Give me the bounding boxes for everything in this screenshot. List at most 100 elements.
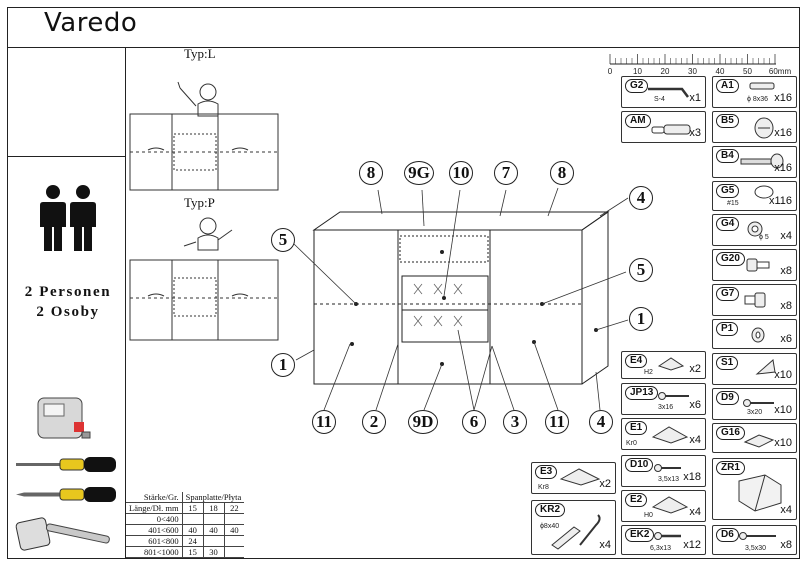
part-qty: x6	[780, 333, 792, 345]
wall-anchor-hook-icon	[551, 514, 601, 550]
part-ek2: EK2 6,3x13 x12	[621, 525, 706, 555]
part-code: E4	[625, 354, 648, 368]
callout-8-right: 8	[550, 161, 574, 185]
part-s1: S1 x10	[712, 353, 797, 385]
callout-11-left: 11	[312, 410, 336, 434]
part-spec: H0	[644, 512, 653, 519]
part-code: KR2	[535, 503, 566, 517]
ruler-tick-20: 20	[661, 67, 670, 76]
part-spec: 3x16	[658, 404, 674, 411]
callout-10: 10	[449, 161, 473, 185]
mm-ruler: 0 10 20 30 40 50 60mm	[608, 54, 791, 76]
part-jp13: JP13 3x16 x6	[621, 383, 706, 415]
part-code: JP13	[625, 386, 659, 400]
drill-depth-table: Stärke/Gr. Spanplatte/Płyta Länge/Dł. mm…	[126, 492, 245, 558]
part-qty: x12	[683, 539, 701, 551]
part-spec: ϕ 8x36	[747, 96, 769, 103]
callout-5-left: 5	[271, 228, 295, 252]
table-cell: 15	[181, 546, 204, 558]
part-am: AM x3	[621, 111, 706, 143]
persons-required: 2 Personen 2 Osoby	[10, 282, 126, 322]
part-g16: G16 x10	[712, 423, 797, 453]
part-spec: #15	[727, 200, 739, 207]
table-col-head: 15	[181, 502, 204, 514]
part-d10: D10 3,5x13 x18	[621, 455, 706, 487]
allen-key-icon	[648, 87, 689, 98]
part-code: G20	[716, 252, 745, 266]
part-qty: x8	[780, 539, 792, 551]
connector-bolt-icon	[651, 124, 691, 135]
table-row-label: 801<1000	[126, 546, 183, 558]
table-header-material: Spanplatte/Płyta	[181, 492, 245, 503]
part-g20: G20 x8	[712, 249, 797, 281]
product-title: Varedo	[44, 8, 138, 38]
table-row-label: 601<800	[126, 535, 183, 547]
table-cell	[181, 513, 204, 525]
part-qty: x4	[599, 539, 611, 551]
table-cell: 40	[181, 524, 204, 536]
part-qty: x10	[774, 437, 792, 449]
table-row-label: 401<600	[126, 524, 183, 536]
screw-icon	[654, 532, 681, 540]
part-code: G16	[716, 426, 745, 440]
table-col-head: 18	[202, 502, 224, 514]
part-code: E1	[625, 421, 648, 435]
part-code: G4	[716, 217, 740, 231]
connector-block-icon	[743, 434, 775, 448]
drawer-runner-icon	[738, 474, 782, 512]
screw-icon	[739, 532, 776, 540]
callout-2: 2	[362, 410, 386, 434]
two-persons-icon	[40, 185, 96, 251]
part-qty: x4	[780, 230, 792, 242]
part-code: E3	[535, 465, 558, 479]
table-row-head-label: Länge/Dł.	[129, 503, 164, 513]
table-row-label: 0<400	[126, 513, 183, 525]
table-row: 0<400	[126, 513, 245, 525]
hinge-plate-icon	[657, 357, 685, 371]
table-cell	[223, 546, 245, 558]
part-spec: S-4	[654, 96, 665, 103]
part-spec: Kr0	[626, 440, 637, 447]
plug-icon	[746, 258, 770, 272]
typ-p-cabinet-drawing	[129, 217, 279, 341]
part-qty: x8	[780, 300, 792, 312]
part-d9: D9 3x20 x10	[712, 388, 797, 420]
callout-1-right: 1	[629, 307, 653, 331]
callout-1-left: 1	[271, 353, 295, 377]
part-spec: 6,3x13	[650, 545, 672, 552]
support-pin-icon	[744, 292, 766, 308]
left-column-divider	[125, 47, 127, 559]
typ-p-label: Typ:P	[184, 195, 215, 210]
washer-icon	[751, 327, 765, 343]
part-g2: G2 S-4 x1	[621, 76, 706, 108]
callout-7: 7	[494, 161, 518, 185]
callout-5-right: 5	[629, 258, 653, 282]
ruler-tick-40: 40	[716, 67, 725, 76]
callout-4-bottom: 4	[589, 410, 613, 434]
part-code: G2	[625, 79, 649, 93]
ruler-tick-50: 50	[743, 67, 752, 76]
hinge-plate-icon	[651, 426, 689, 444]
part-code: B4	[716, 149, 739, 163]
part-code: A1	[716, 79, 739, 93]
part-spec: ϕ 5	[759, 234, 769, 241]
ruler-tick-10: 10	[633, 67, 642, 76]
callout-3: 3	[503, 410, 527, 434]
part-b4: B4 x16	[712, 146, 797, 178]
persons-label-pl: 2 Osoby	[36, 304, 100, 320]
table-cell: 24	[181, 535, 204, 547]
part-qty: x1	[689, 92, 701, 104]
part-qty: x16	[774, 162, 792, 174]
part-qty: x4	[689, 506, 701, 518]
screwdriver-flat-icon	[16, 457, 116, 472]
part-e2: E2 H0 x4	[621, 490, 706, 522]
part-qty: x6	[689, 399, 701, 411]
cam-lock-icon	[754, 117, 774, 139]
part-spec: 3,5x30	[745, 545, 767, 552]
part-qty: x16	[774, 127, 792, 139]
screwdriver-phillips-icon	[16, 487, 116, 502]
part-qty: x4	[780, 504, 792, 516]
part-qty: x10	[774, 369, 792, 381]
part-code: D10	[625, 458, 654, 472]
